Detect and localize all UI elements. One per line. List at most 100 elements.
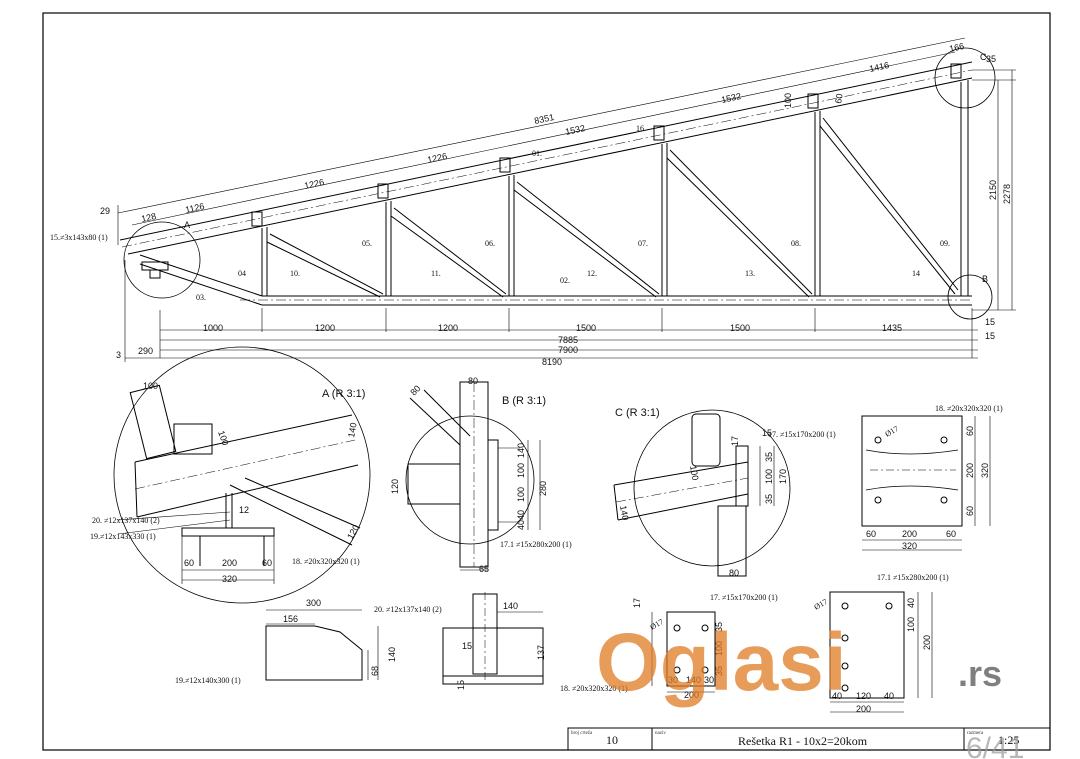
plate-18-dim-60-b: 60	[946, 529, 956, 539]
mark-a: A	[184, 220, 190, 230]
detail-b-title: B (R 3:1)	[502, 395, 546, 407]
dim-1226-a: 1226	[303, 177, 325, 191]
detail-a-text: A (R 3:1) 100 100 140 12 120 60 200 60 3…	[90, 381, 365, 584]
dim-8190: 8190	[542, 357, 562, 367]
plate-19-dim-68: 68	[370, 666, 380, 676]
dim-29: 29	[100, 206, 110, 216]
tb-name: Rešetka R1 - 10x2=20kom	[738, 734, 868, 748]
truss-elevation	[119, 47, 996, 320]
detail-a-circle	[123, 221, 201, 299]
dim-100-purlin: 100	[783, 93, 793, 108]
dim-1532-a: 1532	[564, 123, 586, 137]
dim-3: 3	[116, 350, 121, 360]
detail-b-note-17: 17.1 ≠15x280x200 (1)	[500, 540, 572, 549]
plate-17-1-dim-120: 120	[856, 691, 871, 701]
detail-a	[113, 346, 371, 604]
dim-8351: 8351	[533, 112, 555, 126]
detail-b-dim-40-b: 40	[516, 520, 526, 530]
title-block-text: broj crteža 10 naziv Rešetka R1 - 10x2=2…	[571, 731, 1024, 759]
detail-a-dim-12: 12	[239, 505, 249, 515]
plate-17-1-hole: Ø17	[813, 597, 829, 612]
detail-c-text: C (R 3:1) 17 100 140 15 35 100 35 170 80…	[615, 407, 836, 578]
detail-a-dim-60-b: 60	[262, 558, 272, 568]
detail-c-dim-15: 15	[762, 428, 772, 438]
detail-b	[405, 381, 541, 571]
tb-scale-caption: razmera	[967, 731, 984, 736]
section-20-text: 20. ≠12x137x140 (2) 140 137 15 15 18. ≠2…	[374, 601, 628, 693]
plate-17-1-note: 17.1 ≠15x280x200 (1)	[877, 573, 949, 582]
dim-1200-b: 1200	[438, 323, 458, 333]
plate-18-dim-200-a: 200	[902, 529, 917, 539]
purlin-cleats	[251, 63, 962, 227]
dim-290: 290	[138, 346, 153, 356]
plate-17-dim-200: 200	[684, 690, 699, 700]
dim-1532-b: 1532	[720, 91, 742, 105]
title-block	[567, 727, 1051, 751]
dimension-lines	[117, 37, 1016, 362]
detail-a-dim-200: 200	[222, 558, 237, 568]
plate-17-1-dim-200-h: 200	[856, 704, 871, 714]
detail-a-dim-100-a: 100	[143, 381, 158, 391]
dim-1435: 1435	[882, 323, 902, 333]
dim-1500-a: 1500	[576, 323, 596, 333]
truss-text: 29 128 1126 1226 1226 1532 1532 1416 166…	[50, 41, 1012, 367]
label-11: 11.	[431, 269, 441, 278]
dim-15-a: 15	[985, 317, 995, 327]
detail-b-dim-140: 140	[516, 443, 526, 458]
detail-c-dim-35-b: 35	[764, 494, 774, 504]
plate-17-1-dim-40-b: 40	[832, 691, 842, 701]
plate-18-note: 18. ≠20x320x320 (1)	[935, 404, 1003, 413]
dim-2150: 2150	[988, 180, 998, 200]
plate-17-dim-140: 140	[686, 675, 701, 685]
detail-c-dim-140: 140	[618, 505, 630, 522]
plate-18-dim-320-a: 320	[902, 541, 917, 551]
tb-drawing-no: 10	[606, 733, 618, 747]
dim-1126: 1126	[184, 201, 205, 215]
detail-b-dim-120: 120	[390, 479, 400, 494]
detail-b-dim-40-a: 40	[516, 510, 526, 520]
plate-17-1-dim-100: 100	[906, 617, 916, 632]
plate-17-1	[829, 591, 933, 713]
detail-c-note-17: 17. ≠15x170x200 (1)	[768, 430, 836, 439]
detail-c-dim-17: 17	[730, 436, 740, 446]
detail-a-dim-120: 120	[345, 523, 361, 541]
vertical-members	[261, 80, 969, 296]
plate-17-dim-35-b: 35	[714, 666, 724, 676]
detail-c-dim-80: 80	[729, 568, 739, 578]
plate-17-dim-35-a: 35	[714, 622, 724, 632]
plate-18-dim-60-d: 60	[965, 506, 975, 516]
plate-17	[651, 611, 716, 693]
dim-1000: 1000	[203, 323, 223, 333]
detail-c-dim-100: 100	[764, 469, 774, 484]
label-06: 06.	[485, 239, 495, 248]
detail-c-dim-35-a: 35	[764, 452, 774, 462]
dim-7900: 7900	[558, 345, 578, 355]
detail-b-dim-80-a: 80	[468, 376, 478, 386]
watermark-page: 6/41	[966, 732, 1024, 759]
detail-c-dim-100: 100	[688, 465, 700, 482]
detail-a-title: A (R 3:1)	[322, 388, 365, 400]
label-07: 07.	[638, 239, 648, 248]
label-13: 13.	[745, 269, 755, 278]
dim-15-b: 15	[985, 331, 995, 341]
detail-b-dim-100-a: 100	[516, 463, 526, 478]
detail-b-text: B (R 3:1) 80 80 120 140 100 100 40 40 28…	[390, 376, 572, 574]
detail-b-dim-80-b: 80	[408, 383, 422, 397]
plate-19	[265, 609, 379, 681]
section-20-dim-15-a: 15	[462, 641, 472, 651]
tb-drawing-no-caption: broj crteža	[571, 731, 593, 736]
plate-18-dim-200-b: 200	[965, 463, 975, 478]
plate-19-note: 19.≠12x140x300 (1)	[175, 676, 241, 685]
plate-19-dim-300: 300	[306, 598, 321, 608]
section-20-dim-15-b: 15	[456, 680, 466, 690]
plate-17-dim-30-b: 30	[704, 675, 714, 685]
marker-16: 16	[636, 124, 644, 133]
detail-c-circle	[934, 47, 996, 109]
dim-1416: 1416	[868, 60, 890, 74]
plate-17-1-dim-40-c: 40	[884, 691, 894, 701]
dim-60-purlin: 60	[833, 93, 845, 105]
plate-17-dim-100: 100	[714, 641, 724, 656]
sheet-border	[42, 12, 1051, 751]
plate-18-dim-320-b: 320	[980, 463, 990, 478]
